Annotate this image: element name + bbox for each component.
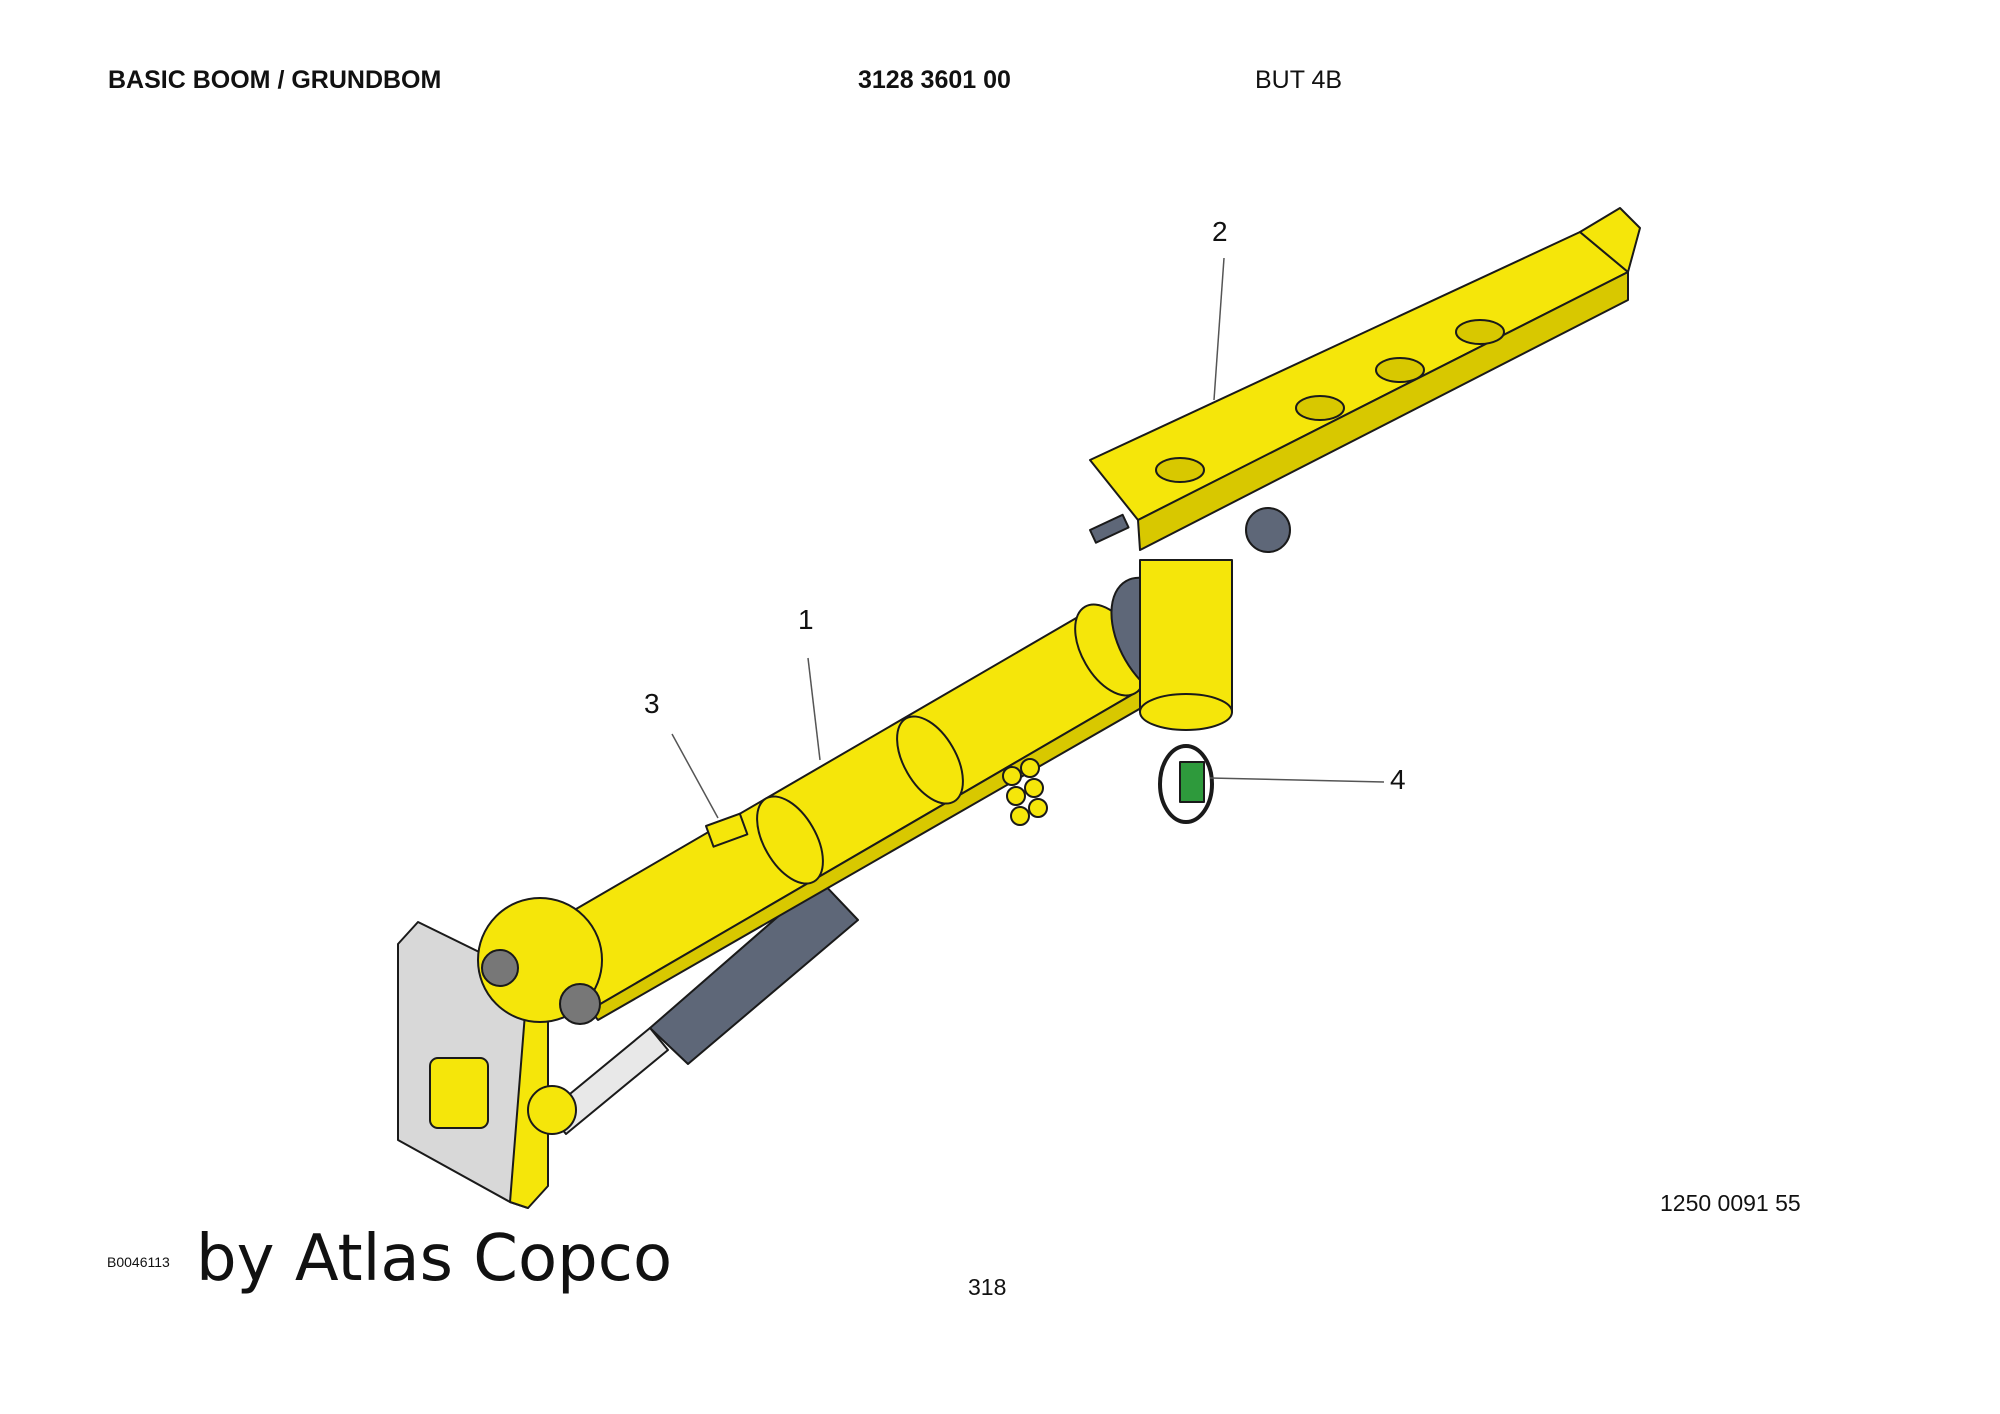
callout-leader-4 (1209, 777, 1385, 783)
page-title: BASIC BOOM / GRUNDBOM (108, 66, 442, 94)
lifting-ring (1158, 744, 1214, 824)
model-code: BUT 4B (1255, 66, 1343, 94)
part-number: 3128 3601 00 (858, 66, 1011, 94)
callout-1: 1 (798, 604, 814, 635)
lift-cylinder (649, 879, 859, 1065)
document-reference: 1250 0091 55 (1660, 1190, 1801, 1216)
callout-3: 3 (644, 688, 660, 719)
brand-text: by Atlas Copco (196, 1222, 673, 1296)
callout-leader-2 (1213, 257, 1225, 401)
callout-2: 2 (1212, 216, 1228, 247)
bracket (705, 812, 749, 848)
callout-4: 4 (1390, 764, 1406, 795)
callout-leader-1 (807, 657, 821, 761)
image-id: B0046113 (107, 1254, 170, 1270)
turret (1139, 559, 1233, 713)
callout-leader-3 (671, 733, 719, 819)
page-number: 318 (968, 1274, 1007, 1300)
boom-tube (539, 609, 1141, 1011)
